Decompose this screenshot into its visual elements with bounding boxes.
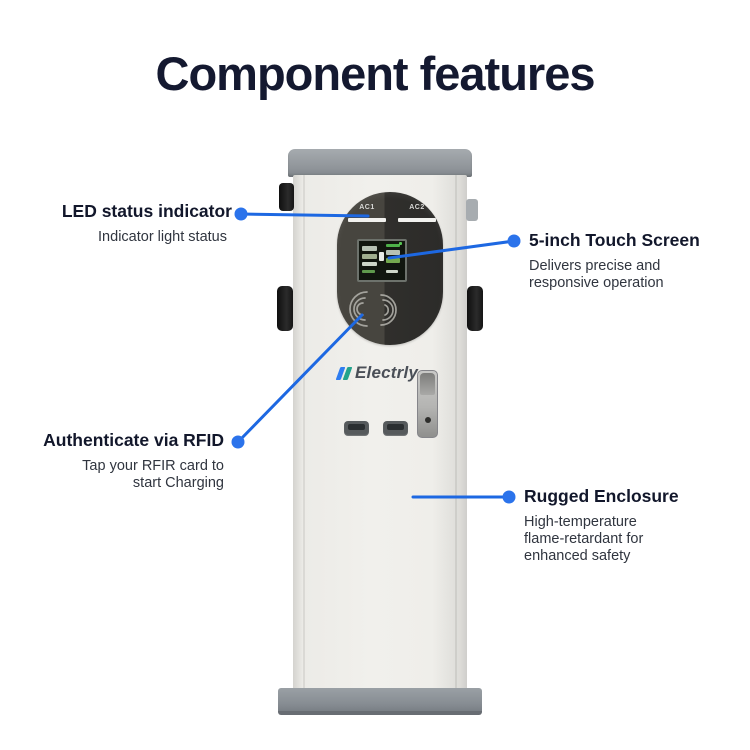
- charger-base-edge: [278, 711, 482, 715]
- screen-pixel-block: [386, 258, 400, 263]
- callout-enclosure-desc: High-temperature flame-retardant for enh…: [524, 514, 644, 564]
- electrly-logo-icon: [335, 366, 353, 380]
- callout-touchscreen-desc: Delivers precise and responsive operatio…: [529, 258, 664, 291]
- charger-base-plinth: [278, 688, 482, 714]
- charger-top-cap: [288, 149, 472, 177]
- rfid-callout-dot: [231, 435, 245, 449]
- port-label-ac1: AC1: [359, 204, 375, 211]
- screen-pixel-block: [362, 270, 375, 273]
- callout-touchscreen: 5-inch Touch Screen Delivers precise and…: [529, 230, 724, 292]
- screen-pixel-block: [379, 252, 384, 261]
- brand-logo: Electrly: [335, 362, 448, 384]
- callout-touchscreen-title: 5-inch Touch Screen: [529, 230, 700, 250]
- cabinet-seam-left: [303, 175, 305, 689]
- screen-pixel-block: [362, 262, 377, 266]
- latch-grip: [420, 373, 435, 395]
- screen-pixel-block: [386, 250, 400, 255]
- socket-slot: [348, 424, 365, 430]
- page-title: Component features: [155, 47, 596, 100]
- socket-cover-left[interactable]: [344, 421, 369, 436]
- screen-pixel-block: [386, 244, 400, 247]
- callout-rfid: Authenticate via RFID Tap your RFIR card…: [24, 430, 224, 492]
- door-latch-handle[interactable]: [417, 370, 438, 438]
- socket-slot: [387, 424, 404, 430]
- side-knob-left-top: [279, 183, 294, 211]
- screen-pixel-block: [362, 246, 377, 251]
- callout-led-status: LED status indicator Indicator light sta…: [30, 201, 232, 246]
- led-indicator-ac2: [398, 218, 436, 222]
- callout-enclosure: Rugged Enclosure High-temperature flame-…: [524, 486, 699, 565]
- callout-led-desc: Indicator light status: [98, 229, 227, 245]
- side-knob-left-mid: [277, 286, 293, 331]
- screen-pixel-block: [362, 254, 377, 259]
- latch-lock-hole: [425, 417, 431, 423]
- led-indicator-ac1: [348, 218, 386, 222]
- led-callout-dot: [234, 207, 248, 221]
- side-tab-right-top: [466, 199, 478, 221]
- side-knob-right-mid: [467, 286, 483, 331]
- callout-rfid-title: Authenticate via RFID: [43, 430, 224, 450]
- callout-enclosure-title: Rugged Enclosure: [524, 486, 679, 506]
- socket-cover-right[interactable]: [383, 421, 408, 436]
- cabinet-seam-right: [455, 175, 457, 689]
- rfid-contactless-icon[interactable]: [337, 282, 443, 344]
- enclosure-callout-dot: [502, 490, 516, 504]
- brand-logo-text: Electrly: [355, 363, 419, 382]
- port-label-ac2: AC2: [409, 204, 425, 211]
- touch-screen[interactable]: [357, 239, 407, 282]
- screen-pixel-block: [386, 270, 398, 273]
- callout-led-title: LED status indicator: [61, 201, 232, 221]
- touchscreen-callout-dot: [507, 234, 521, 248]
- screen-status-dot: [399, 242, 402, 245]
- callout-rfid-desc: Tap your RFIR card to start Charging: [82, 458, 224, 491]
